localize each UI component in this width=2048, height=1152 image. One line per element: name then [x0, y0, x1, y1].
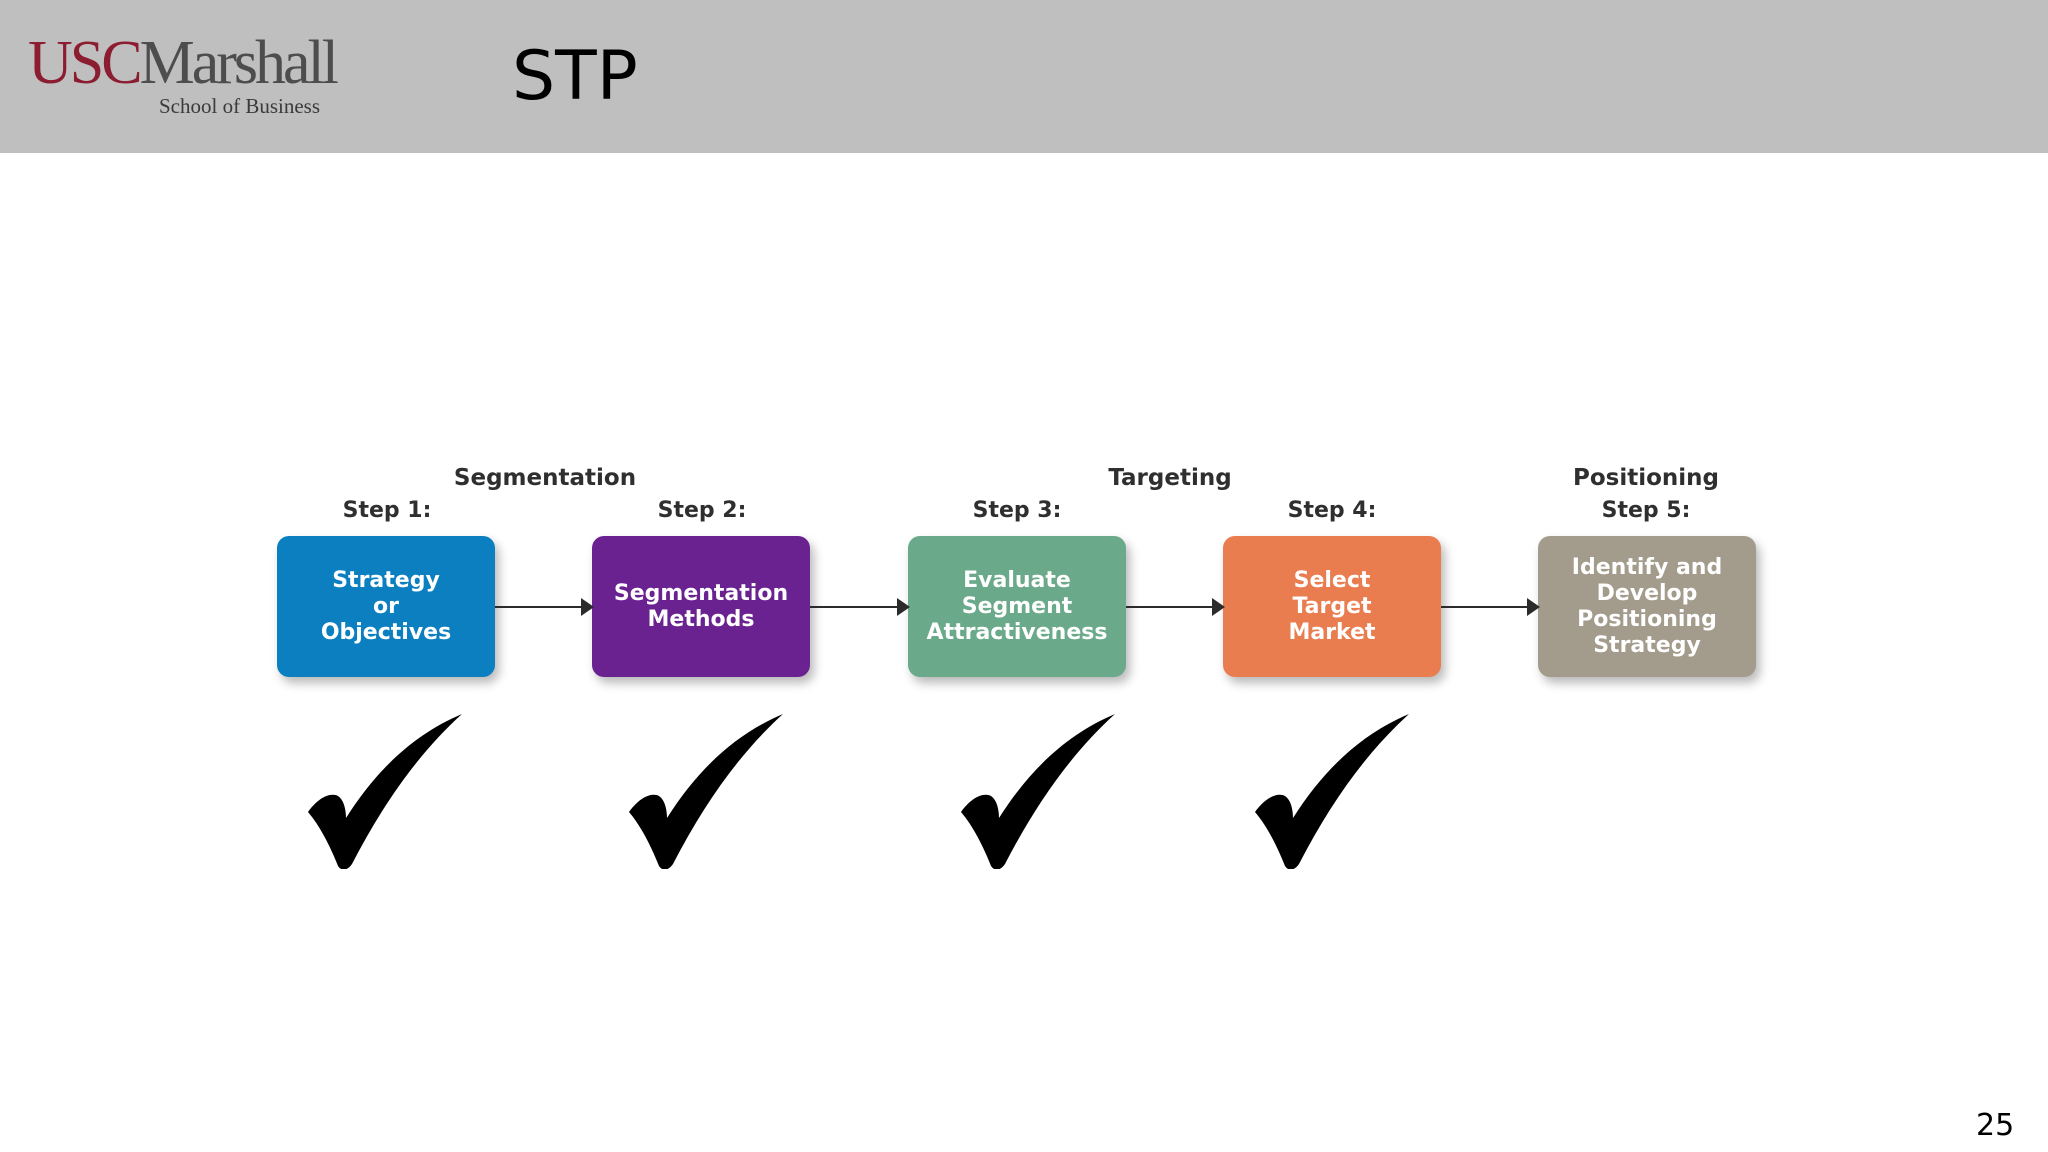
- logo-wordmark: USCMarshall: [28, 29, 339, 97]
- logo-school-text: School of Business: [159, 94, 321, 118]
- checkmark-icon: [1255, 714, 1409, 869]
- usc-marshall-logo: USCMarshall School of Business: [28, 30, 388, 120]
- checkmark-icon: [629, 714, 783, 869]
- step-box-text: Segmentation Methods: [613, 580, 789, 632]
- stp-process-diagram: Segmentation Targeting Positioning Step …: [262, 455, 1792, 705]
- step-box-strategy-objectives: Strategy or Objectives: [277, 536, 495, 677]
- step-label-2: Step 2:: [657, 498, 747, 523]
- step-box-evaluate-segment: Evaluate Segment Attractiveness: [908, 536, 1126, 677]
- step-label-1: Step 1:: [342, 498, 432, 523]
- flow-arrow-1-2: [495, 598, 594, 616]
- step-box-text: Strategy or Objectives: [320, 567, 452, 645]
- slide-title: STP: [512, 37, 638, 116]
- flow-arrow-4-5: [1441, 598, 1540, 616]
- step-box-select-target-market: Select Target Market: [1223, 536, 1441, 677]
- step-label-4: Step 4:: [1287, 498, 1377, 523]
- step-box-segmentation-methods: Segmentation Methods: [592, 536, 810, 677]
- header-band: [0, 0, 2048, 153]
- logo-usc-text: USC: [28, 29, 143, 97]
- step-box-text: Select Target Market: [1288, 567, 1376, 645]
- logo-marshall-text: Marshall: [139, 29, 339, 97]
- checkmark-icon: [308, 714, 462, 869]
- phase-label-positioning: Positioning: [1572, 465, 1720, 491]
- step-label-3: Step 3:: [972, 498, 1062, 523]
- phase-label-segmentation: Segmentation: [453, 465, 637, 491]
- phase-label-targeting: Targeting: [1108, 465, 1232, 491]
- step-box-text: Identify and Develop Positioning Strateg…: [1571, 554, 1723, 658]
- step-box-positioning-strategy: Identify and Develop Positioning Strateg…: [1538, 536, 1756, 677]
- flow-arrow-2-3: [810, 598, 910, 616]
- step-label-5: Step 5:: [1601, 498, 1691, 523]
- flow-arrow-3-4: [1126, 598, 1225, 616]
- step-box-text: Evaluate Segment Attractiveness: [926, 567, 1108, 645]
- checkmark-icon: [961, 714, 1115, 869]
- page-number: 25: [1976, 1108, 2015, 1143]
